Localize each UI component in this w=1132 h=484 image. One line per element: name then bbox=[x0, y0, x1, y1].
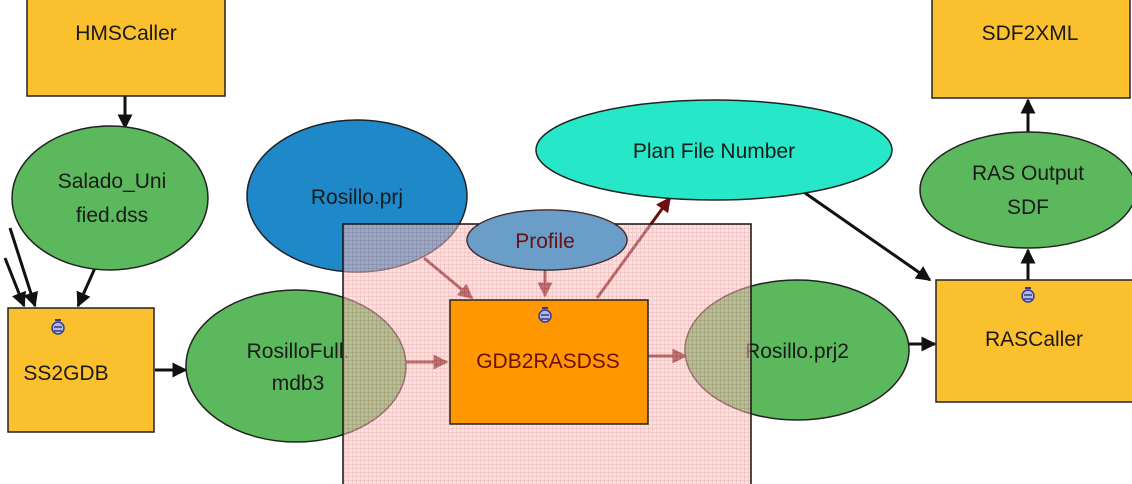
edge-offscreen-ss2gdb-b bbox=[3, 257, 27, 308]
node-sdf2xml[interactable]: SDF2XML bbox=[931, 0, 1131, 99]
node-rosillo-prj-label: Rosillo.prj bbox=[311, 186, 403, 209]
node-ss2gdb-label: SS2GDB bbox=[23, 362, 108, 385]
node-ss2gdb[interactable]: SS2GDB bbox=[7, 307, 155, 433]
node-rascaller-label: RASCaller bbox=[985, 328, 1083, 351]
edge-offscreen-ss2gdb-a bbox=[8, 227, 39, 308]
node-rascaller[interactable]: RASCaller bbox=[935, 279, 1132, 403]
node-gdb2rasdss[interactable]: GDB2RASDSS bbox=[449, 299, 649, 425]
node-salado-line2: fied.dss bbox=[76, 204, 148, 227]
node-salado-unified[interactable]: Salado_Uni fied.dss bbox=[11, 125, 209, 271]
node-rosillo-prj2-label: Rosillo.prj2 bbox=[745, 340, 849, 363]
node-hmscaller[interactable]: HMSCaller bbox=[26, 0, 226, 97]
node-ras-output-line2: SDF bbox=[1007, 196, 1049, 219]
node-sdf2xml-label: SDF2XML bbox=[982, 22, 1079, 45]
node-ras-output-line1: RAS Output bbox=[972, 162, 1084, 185]
node-hmscaller-label: HMSCaller bbox=[75, 22, 177, 45]
node-gdb2rasdss-label: GDB2RASDSS bbox=[476, 350, 620, 373]
node-ras-output-sdf[interactable]: RAS Output SDF bbox=[919, 131, 1132, 249]
node-rosillofull-line1: RosilloFull. bbox=[247, 340, 350, 363]
node-plan-file-number[interactable]: Plan File Number bbox=[535, 99, 893, 201]
node-profile[interactable]: Profile bbox=[466, 209, 628, 271]
node-rosillofull-line2: mdb3 bbox=[272, 372, 325, 395]
edge-salado-ss2gdb bbox=[76, 267, 97, 308]
node-salado-line1: Salado_Uni bbox=[58, 170, 167, 193]
node-plan-file-number-label: Plan File Number bbox=[633, 140, 795, 163]
edge-planfile-rascaller bbox=[794, 184, 932, 282]
node-profile-label: Profile bbox=[515, 230, 575, 253]
